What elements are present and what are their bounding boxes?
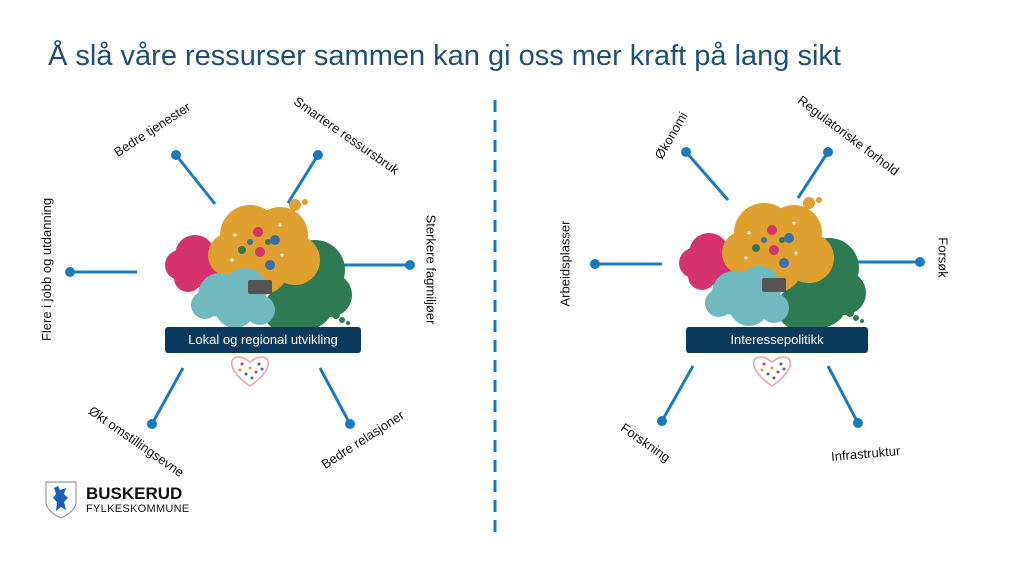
spoke-label: Arbeidsplasser: [557, 220, 573, 307]
spoke-label: Sterkere fagmiljøer: [423, 214, 439, 325]
left-spokes: [65, 150, 415, 429]
spoke-dot: [915, 257, 925, 267]
spoke-dot: [590, 259, 600, 269]
spoke-dot: [171, 150, 181, 160]
heart-icon-left: [230, 356, 270, 387]
logo-subtitle: FYLKESKOMMUNE: [86, 503, 190, 515]
spoke-dot: [657, 416, 667, 426]
center-label-left: Lokal og regional utvikling: [165, 327, 361, 353]
spoke-dot: [65, 267, 75, 277]
spoke-label: Flere i jobb og utdanning: [39, 197, 55, 342]
spoke-dot: [345, 419, 355, 429]
page-title: Å slå våre ressurser sammen kan gi oss m…: [48, 40, 841, 72]
right-spokes: [590, 147, 925, 428]
spoke-dot: [147, 419, 157, 429]
spoke-dot: [681, 147, 691, 157]
spoke-dot: [313, 150, 323, 160]
center-label-right: Interessepolitikk: [686, 327, 868, 353]
spoke-dot: [853, 418, 863, 428]
spoke-dot: [823, 147, 833, 157]
idea-brain-illustration-left: [165, 199, 352, 332]
heart-icon-right: [752, 356, 792, 387]
spoke-dot: [405, 260, 415, 270]
idea-brain-illustration-right: [679, 197, 866, 330]
buskerud-logo: BUSKERUD FYLKESKOMMUNE: [44, 480, 190, 520]
spoke-label: Forsøk: [935, 237, 951, 278]
logo-name: BUSKERUD: [86, 484, 183, 503]
coat-of-arms-icon: [45, 481, 77, 519]
